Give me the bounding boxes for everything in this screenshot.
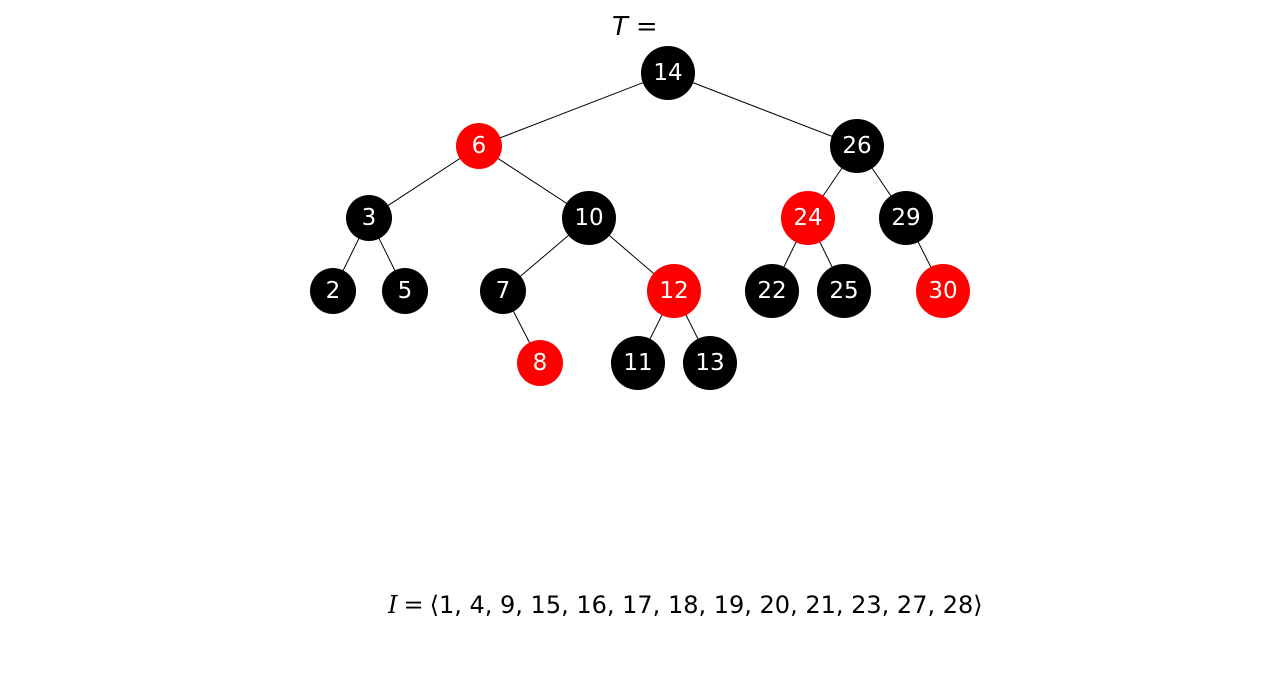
node-circle-3 [346, 195, 392, 241]
edge-14-26 [667, 72, 858, 147]
node-key-11: 11 [623, 350, 652, 376]
node-circle-24 [781, 191, 835, 245]
node-circle-8 [517, 340, 563, 386]
tree-node-22: 22 [745, 264, 799, 318]
tree-node-25: 25 [817, 264, 871, 318]
tree-node-11: 11 [611, 336, 665, 390]
node-key-6: 6 [472, 133, 487, 159]
node-key-3: 3 [362, 205, 377, 231]
edge-14-6 [478, 72, 669, 147]
insertion-sequence: I=⟨1, 4, 9, 15, 16, 17, 18, 19, 20, 21, … [388, 591, 983, 619]
tree-node-5: 5 [382, 268, 428, 314]
tree-node-3: 3 [346, 195, 392, 241]
node-key-10: 10 [574, 205, 603, 231]
node-key-8: 8 [533, 350, 548, 376]
tree-title-var: T [612, 12, 628, 42]
tree-node-6: 6 [456, 123, 502, 169]
tree-node-14: 14 [641, 46, 695, 100]
tree-node-8: 8 [517, 340, 563, 386]
node-circle-10 [562, 191, 616, 245]
node-circle-12 [647, 264, 701, 318]
tree-node-29: 29 [879, 191, 933, 245]
node-key-14: 14 [653, 60, 682, 86]
node-key-22: 22 [757, 278, 786, 304]
node-key-5: 5 [398, 278, 413, 304]
tree-title-eq: = [635, 12, 658, 42]
insertion-open-bracket: ⟨ [429, 591, 439, 619]
insertion-close-bracket: ⟩ [973, 591, 983, 619]
insertion-eq: = [403, 591, 424, 619]
node-circle-29 [879, 191, 933, 245]
node-key-29: 29 [891, 205, 920, 231]
node-circle-5 [382, 268, 428, 314]
tree-node-10: 10 [562, 191, 616, 245]
node-circle-7 [480, 268, 526, 314]
node-key-26: 26 [842, 133, 871, 159]
node-key-7: 7 [496, 278, 511, 304]
insertion-values: 1, 4, 9, 15, 16, 17, 18, 19, 20, 21, 23,… [438, 591, 974, 619]
tree-node-24: 24 [781, 191, 835, 245]
node-key-12: 12 [659, 278, 688, 304]
tree-title: T= [612, 12, 658, 42]
node-circle-2 [310, 268, 356, 314]
tree-node-7: 7 [480, 268, 526, 314]
tree-node-2: 2 [310, 268, 356, 314]
tree-node-30: 30 [916, 264, 970, 318]
node-key-25: 25 [829, 278, 858, 304]
node-circle-13 [683, 336, 737, 390]
node-key-30: 30 [928, 278, 957, 304]
node-key-13: 13 [695, 350, 724, 376]
node-key-24: 24 [793, 205, 822, 231]
tree-node-13: 13 [683, 336, 737, 390]
node-circle-22 [745, 264, 799, 318]
node-circle-26 [830, 119, 884, 173]
node-key-2: 2 [326, 278, 341, 304]
tree-node-26: 26 [830, 119, 884, 173]
node-circle-11 [611, 336, 665, 390]
node-circle-14 [641, 46, 695, 100]
node-circle-30 [916, 264, 970, 318]
node-circle-25 [817, 264, 871, 318]
node-circle-6 [456, 123, 502, 169]
tree-edges [332, 72, 944, 364]
insertion-var: I [388, 591, 398, 619]
tree-node-12: 12 [647, 264, 701, 318]
